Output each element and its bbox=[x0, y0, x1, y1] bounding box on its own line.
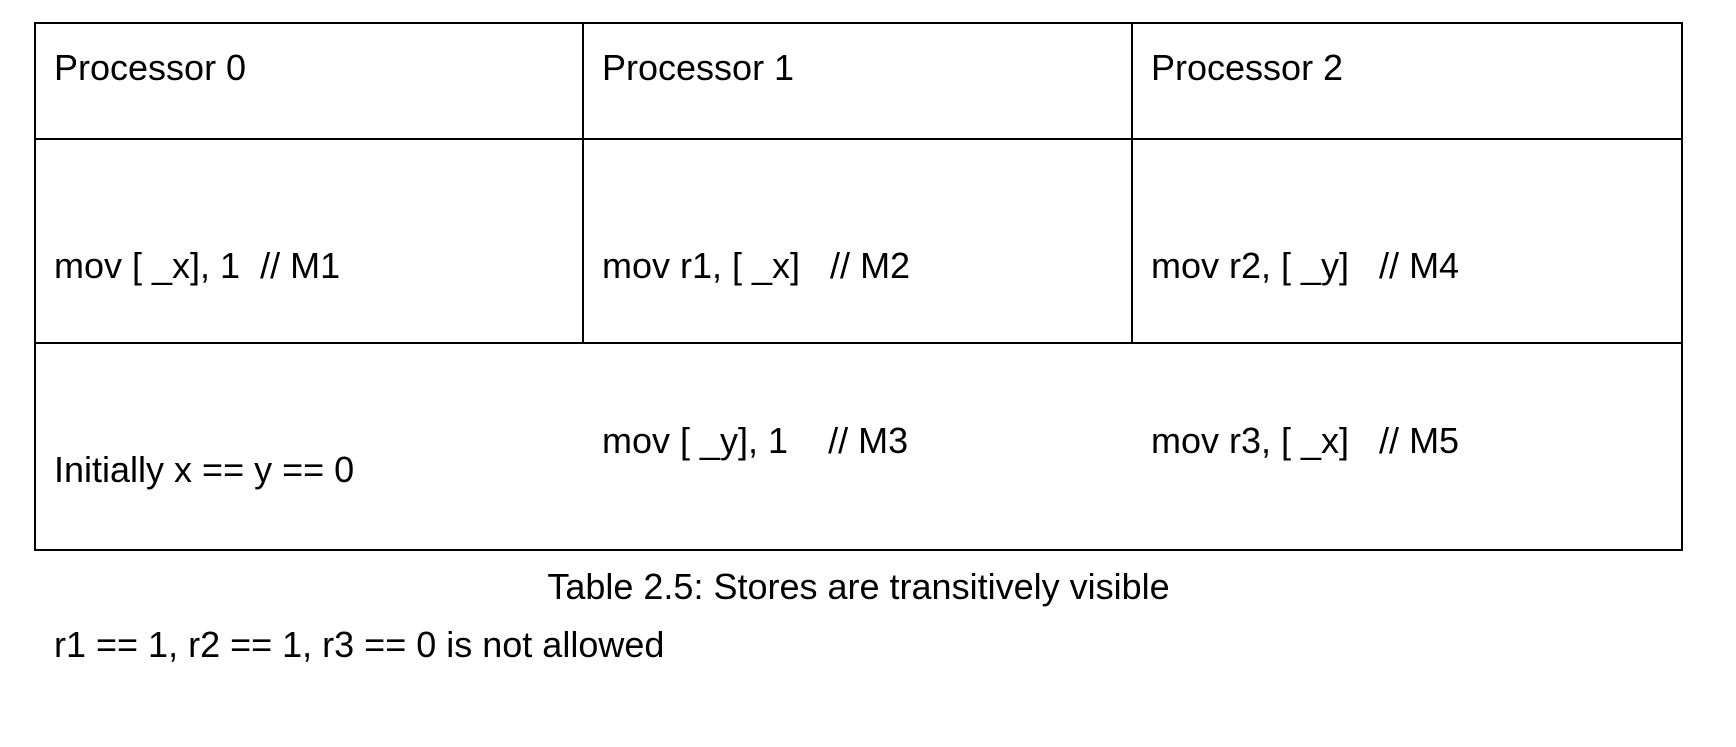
table-caption: Table 2.5: Stores are transitively visib… bbox=[547, 566, 1170, 607]
initial-condition: Initially x == y == 0 bbox=[54, 449, 355, 490]
header-processor-2: Processor 2 bbox=[1133, 24, 1681, 140]
conditions-cell: Initially x == y == 0 r1 == 1, r2 == 1, … bbox=[36, 344, 1681, 665]
instruction-m4: mov r2, [ _y] // M4 bbox=[1151, 245, 1460, 286]
disallowed-outcome: r1 == 1, r2 == 1, r3 == 0 is not allowed bbox=[54, 624, 665, 665]
processor-0-code: mov [ _x], 1 // M1 bbox=[36, 140, 584, 344]
processor-1-code: mov r1, [ _x] // M2 mov [ _y], 1 // M3 bbox=[584, 140, 1133, 461]
processor-2-code: mov r2, [ _y] // M4 mov r3, [ _x] // M5 bbox=[1133, 140, 1681, 461]
instruction-m3: mov [ _y], 1 // M3 bbox=[602, 420, 909, 461]
instruction-m2: mov r1, [ _x] // M2 bbox=[602, 245, 911, 286]
header-processor-0: Processor 0 bbox=[36, 24, 584, 140]
instruction-m1: mov [ _x], 1 // M1 bbox=[54, 245, 341, 286]
header-processor-1: Processor 1 bbox=[584, 24, 1133, 140]
instruction-m5: mov r3, [ _x] // M5 bbox=[1151, 420, 1460, 461]
memory-ordering-table: Processor 0 Processor 1 Processor 2 mov … bbox=[34, 22, 1683, 665]
